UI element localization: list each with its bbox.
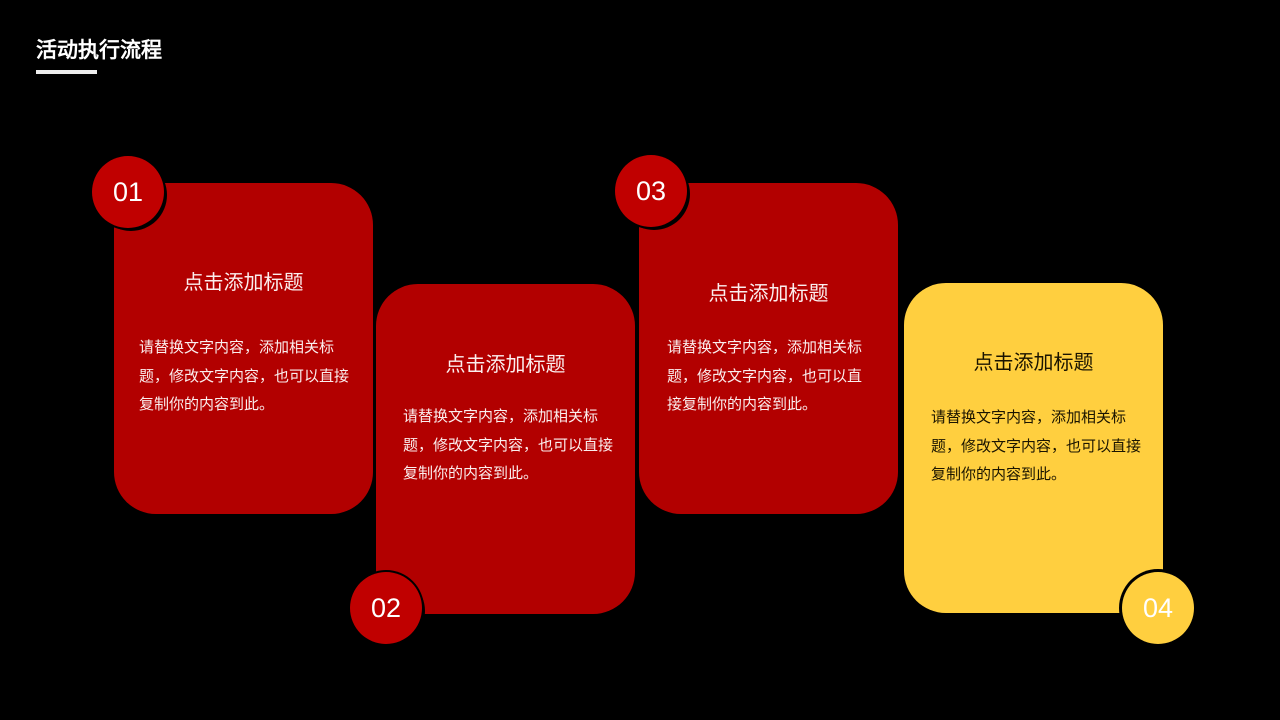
title-underline <box>36 70 97 74</box>
step-description[interactable]: 请替换文字内容，添加相关标题，修改文字内容，也可以直接复制你的内容到此。 <box>403 407 614 482</box>
step-card-3[interactable]: 点击添加标题 请替换文字内容，添加相关标题，修改文字内容，也可以直接复制你的内容… <box>639 183 898 514</box>
step-title[interactable]: 点击添加标题 <box>973 350 1094 374</box>
step-number-badge-2: 02 <box>350 572 422 644</box>
step-title[interactable]: 点击添加标题 <box>445 352 566 376</box>
step-number-badge-4: 04 <box>1122 572 1194 644</box>
step-card-2[interactable]: 点击添加标题 请替换文字内容，添加相关标题，修改文字内容，也可以直接复制你的内容… <box>376 284 635 614</box>
step-number-badge-3: 03 <box>615 155 687 227</box>
page-title: 活动执行流程 <box>36 38 162 62</box>
step-description[interactable]: 请替换文字内容，添加相关标题，修改文字内容，也可以直接复制你的内容到此。 <box>139 338 350 413</box>
step-card-1[interactable]: 点击添加标题 请替换文字内容，添加相关标题，修改文字内容，也可以直接复制你的内容… <box>114 183 373 514</box>
step-card-4[interactable]: 点击添加标题 请替换文字内容，添加相关标题，修改文字内容，也可以直接复制你的内容… <box>904 283 1163 613</box>
step-description[interactable]: 请替换文字内容，添加相关标题，修改文字内容，也可以直接复制你的内容到此。 <box>667 338 863 413</box>
step-title[interactable]: 点击添加标题 <box>708 281 829 305</box>
step-description[interactable]: 请替换文字内容，添加相关标题，修改文字内容，也可以直接复制你的内容到此。 <box>931 408 1142 483</box>
step-number-badge-1: 01 <box>92 156 164 228</box>
step-title[interactable]: 点击添加标题 <box>183 270 304 294</box>
